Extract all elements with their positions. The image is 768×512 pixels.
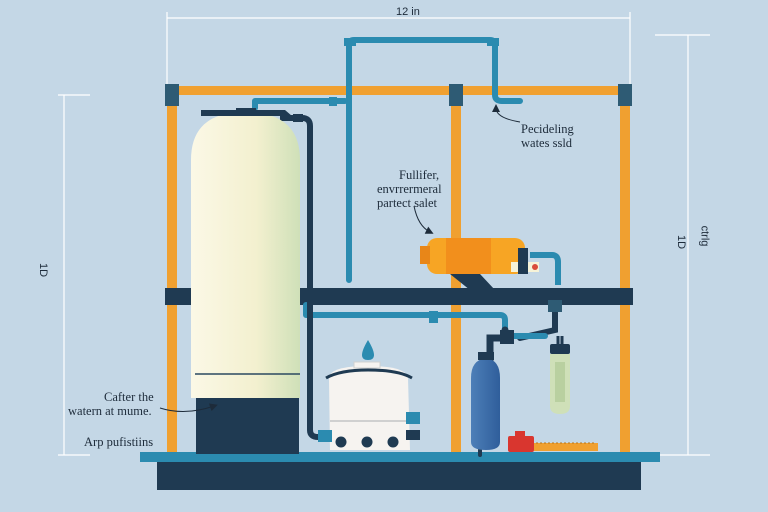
- softener-label-line-1: Cafter the: [104, 390, 154, 404]
- softener-label-line-2: watern at mume.: [68, 404, 152, 418]
- dimension-right-a: 1D: [675, 234, 688, 250]
- recycling-label-line-1: Pecideling: [521, 122, 574, 136]
- pipe-fittings: [329, 38, 499, 323]
- brush-tool: [534, 442, 598, 451]
- recycling-label: Pecideling wates ssld: [521, 122, 574, 150]
- filter-cartridge: [550, 336, 570, 414]
- bottom-label: Arp pufistiins: [84, 435, 154, 449]
- softener-tank: [191, 108, 303, 454]
- filter-bottle: [471, 352, 500, 450]
- platform: [140, 452, 660, 462]
- purifier-label-line-3: partect salet: [377, 196, 438, 210]
- water-drop-icon: [362, 340, 374, 360]
- pipe-union: [548, 300, 562, 312]
- shutoff-valve: [508, 431, 534, 452]
- purifier-label-line-2: envrrermeral: [377, 182, 442, 196]
- purifier-label-line-1: Fullifer,: [399, 168, 440, 182]
- tank-outlet-pipe: [280, 115, 330, 440]
- pipe-elbow: [500, 330, 514, 344]
- dimension-left: 1D: [37, 262, 50, 278]
- dimension-top: 12 in: [396, 6, 420, 18]
- pump-unit: [420, 238, 561, 290]
- purifier-label: Fullifer, envrrermeral partect salet: [377, 168, 442, 210]
- recycling-label-line-2: wates ssld: [521, 136, 573, 150]
- dimension-right-b: ctrlg: [698, 225, 711, 247]
- softener-label: Cafter the watern at mume.: [68, 390, 154, 418]
- dimension-lines: [58, 12, 710, 456]
- leader-lines: [159, 104, 521, 412]
- pressure-pump: [318, 361, 420, 450]
- frame-joints: [165, 84, 632, 106]
- platform-shadow: [157, 458, 641, 490]
